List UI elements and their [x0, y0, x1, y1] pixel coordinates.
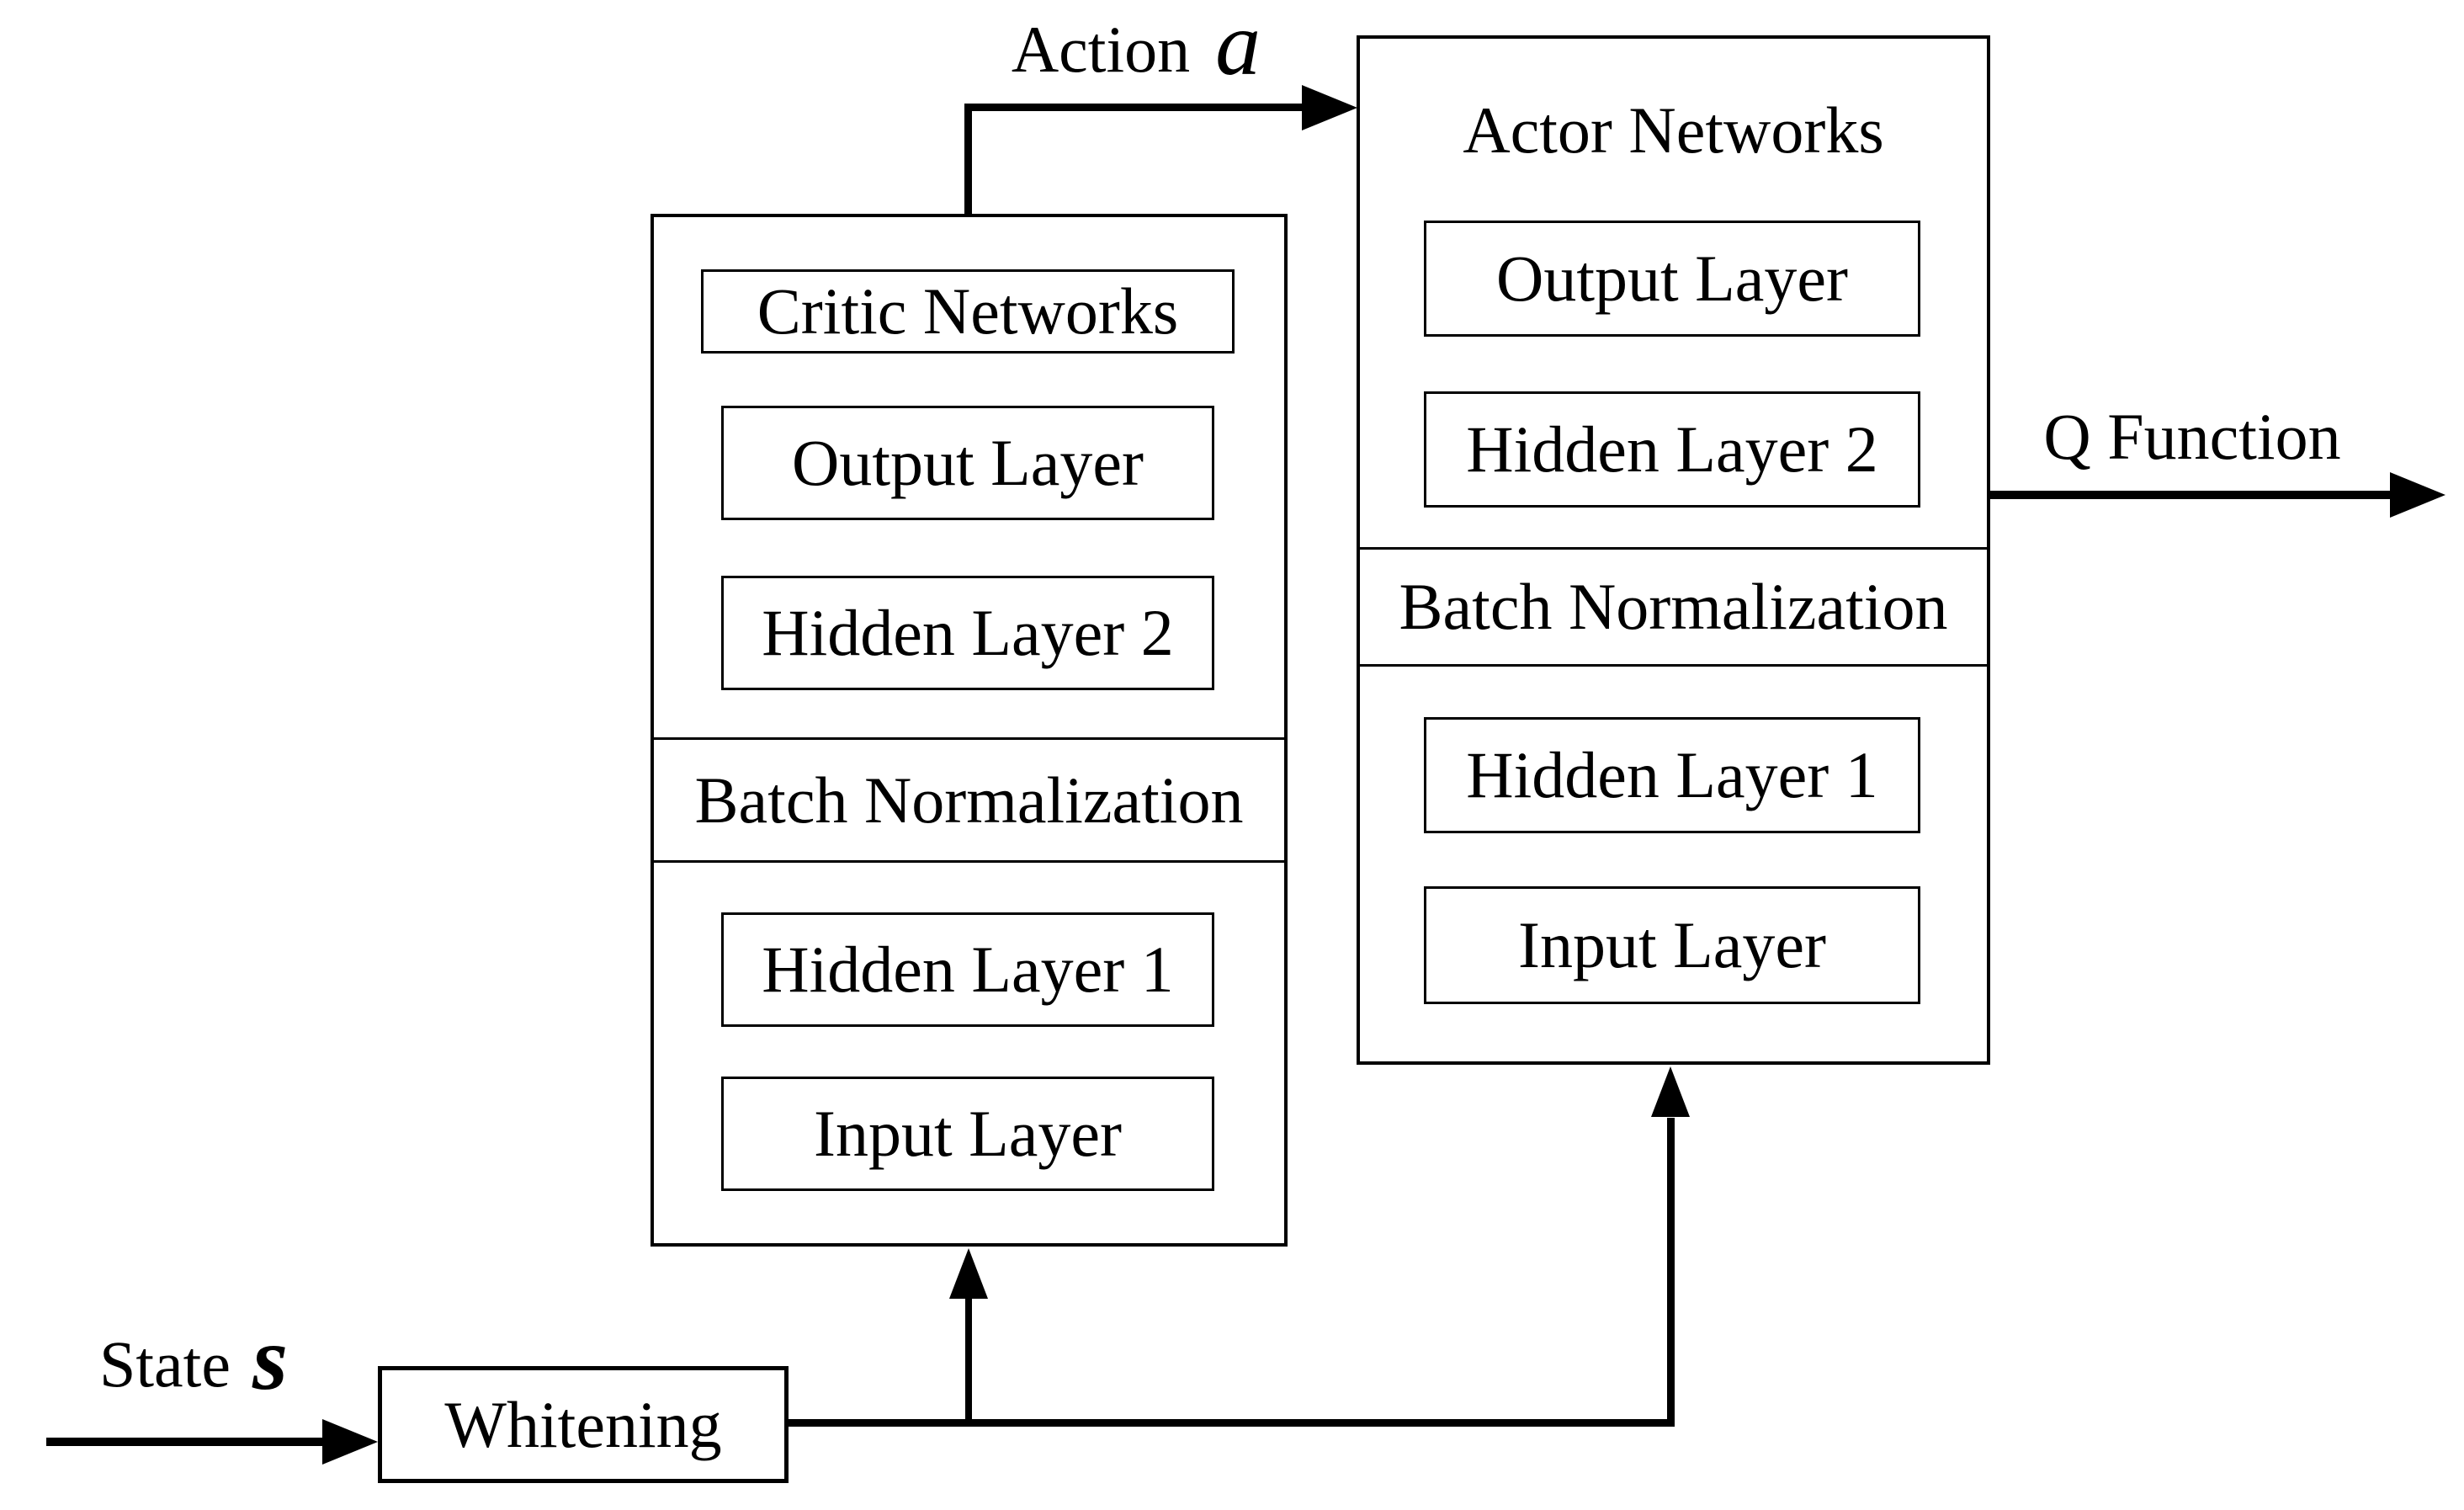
action-label-block: Action a [968, 0, 1304, 95]
state-arrow-line [46, 1438, 322, 1446]
q-function-label: Q Function [2043, 400, 2341, 473]
critic-input-layer-label: Input Layer [813, 1097, 1122, 1170]
critic-bn-label: Batch Normalization [694, 763, 1244, 837]
actor-input-layer-label: Input Layer [1517, 908, 1826, 981]
actor-output-layer-box: Output Layer [1424, 221, 1920, 337]
critic-output-layer-label: Output Layer [791, 426, 1144, 499]
actor-input-arrowhead-icon [1651, 1066, 1690, 1117]
state-label-block: State s [34, 1309, 353, 1410]
critic-hidden-layer-1-box: Hidden Layer 1 [721, 912, 1214, 1027]
critic-bn-divider-bottom [654, 860, 1284, 863]
action-line-vertical [964, 104, 972, 216]
q-function-arrowhead-icon [2390, 472, 2445, 518]
actor-hidden-layer-2-box: Hidden Layer 2 [1424, 391, 1920, 508]
critic-hidden-layer-2-label: Hidden Layer 2 [762, 596, 1174, 669]
critic-bn-divider-top [654, 737, 1284, 740]
q-function-line [1990, 491, 2392, 499]
actor-hidden-layer-1-box: Hidden Layer 1 [1424, 717, 1920, 833]
actor-input-layer-box: Input Layer [1424, 886, 1920, 1004]
state-bus-line [789, 1419, 1675, 1427]
state-label: State [99, 1327, 231, 1401]
state-symbol: s [252, 1309, 288, 1410]
critic-network-box [651, 214, 1288, 1247]
actor-bn-divider-top [1360, 547, 1987, 550]
whitening-label: Whitening [444, 1387, 722, 1461]
critic-title-box: Critic Networks [701, 269, 1235, 354]
state-arrowhead-icon [322, 1419, 378, 1465]
whitening-box: Whitening [378, 1366, 789, 1483]
q-function-label-block: Q Function [2024, 402, 2360, 470]
actor-title-block: Actor Networks [1357, 84, 1990, 177]
action-arrowhead-icon [1302, 85, 1357, 130]
critic-input-riser [965, 1296, 972, 1422]
action-symbol: a [1215, 0, 1261, 95]
critic-input-arrowhead-icon [949, 1248, 988, 1299]
actor-title: Actor Networks [1463, 93, 1884, 167]
actor-hidden-layer-2-label: Hidden Layer 2 [1466, 412, 1878, 486]
critic-output-layer-box: Output Layer [721, 406, 1214, 520]
critic-hidden-layer-1-label: Hidden Layer 1 [762, 933, 1174, 1006]
actor-bn-band: Batch Normalization [1357, 550, 1990, 664]
critic-hidden-layer-2-box: Hidden Layer 2 [721, 576, 1214, 690]
actor-output-layer-label: Output Layer [1495, 242, 1849, 315]
actor-bn-divider-bottom [1360, 664, 1987, 667]
action-label: Action [1011, 13, 1191, 86]
actor-hidden-layer-1-label: Hidden Layer 1 [1466, 738, 1878, 811]
critic-input-layer-box: Input Layer [721, 1077, 1214, 1191]
critic-bn-band: Batch Normalization [651, 740, 1288, 860]
critic-title: Critic Networks [757, 274, 1179, 348]
action-line-horizontal [964, 104, 1305, 111]
actor-bn-label: Batch Normalization [1399, 570, 1948, 643]
actor-input-riser [1667, 1118, 1675, 1422]
